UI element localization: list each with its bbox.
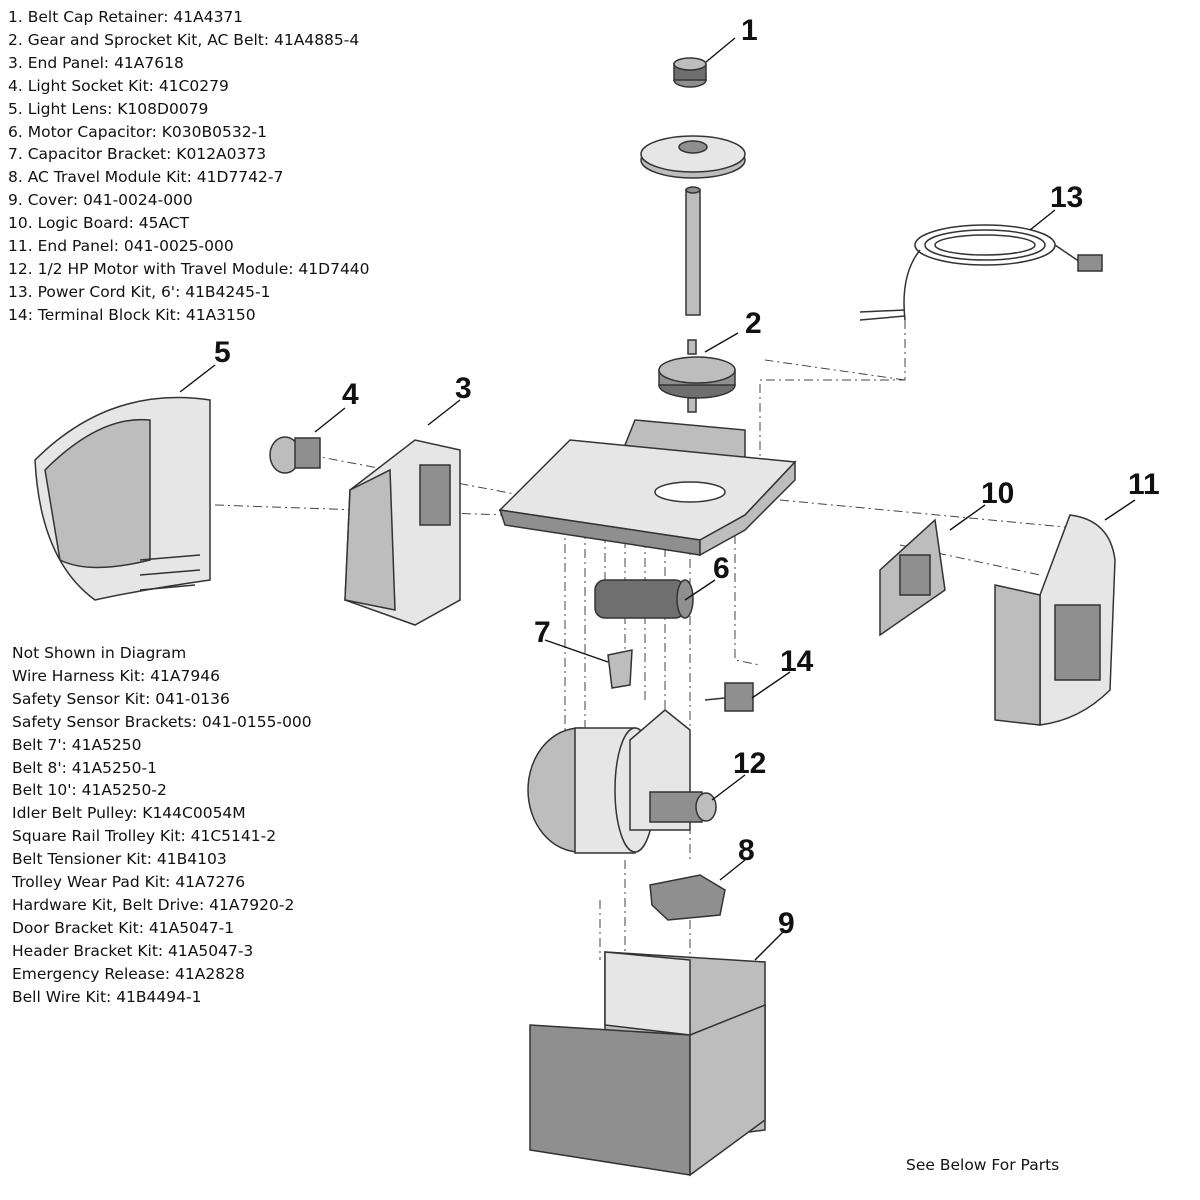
callout-number: 9 — [778, 907, 795, 940]
power-cord-part — [859, 224, 1103, 321]
parts-list: 1. Belt Cap Retainer: 41A4371 2. Gear an… — [8, 6, 370, 327]
motor-capacitor-part — [594, 579, 694, 619]
callout-number: 7 — [534, 616, 551, 649]
cover-part — [529, 951, 766, 1177]
parts-list-item: 12. 1/2 HP Motor with Travel Module: 41D… — [8, 259, 370, 278]
parts-list-item: 9. Cover: 041-0024-000 — [8, 191, 193, 210]
parts-list-item: 1. Belt Cap Retainer: 41A4371 — [8, 8, 244, 26]
callout-number: 14 — [780, 645, 814, 678]
not-shown-item: Bell Wire Kit: 41B4494-1 — [12, 987, 202, 1006]
parts-list-item: 6. Motor Capacitor: K030B0532-1 — [8, 122, 268, 141]
chassis-plate-part — [498, 419, 797, 557]
not-shown-item: Square Rail Trolley Kit: 41C5141-2 — [12, 827, 277, 846]
leader-lines — [179, 37, 1136, 961]
alignment-lines — [214, 320, 1076, 960]
parts-list-item: 11. End Panel: 041-0025-000 — [8, 237, 234, 256]
not-shown-item: Trolley Wear Pad Kit: 41A7276 — [12, 873, 246, 892]
not-shown-item: Door Bracket Kit: 41A5047-1 — [12, 918, 235, 937]
not-shown-item: Wire Harness Kit: 41A7946 — [12, 666, 220, 685]
not-shown-item: Belt 8': 41A5250-1 — [12, 758, 157, 777]
callout-number: 2 — [745, 307, 762, 340]
parts-list-item: 8. AC Travel Module Kit: 41D7742-7 — [8, 168, 284, 187]
parts-list-item: 5. Light Lens: K108D0079 — [8, 99, 209, 118]
not-shown-item: Safety Sensor Brackets: 041-0155-000 — [12, 712, 312, 731]
motor-part — [527, 709, 717, 854]
parts-list-item: 2. Gear and Sprocket Kit, AC Belt: 41A48… — [8, 30, 360, 49]
belt-cap-retainer-part — [673, 57, 707, 88]
not-shown-item: Emergency Release: 41A2828 — [12, 964, 245, 983]
parts-list-item: 10. Logic Board: 45ACT — [8, 214, 190, 233]
not-shown-item: Header Bracket Kit: 41A5047-3 — [12, 941, 254, 960]
light-socket-part — [269, 436, 321, 474]
parts-list-item: 14: Terminal Block Kit: 41A3150 — [8, 305, 256, 324]
end-panel-right-part — [994, 514, 1116, 726]
callout-number: 5 — [214, 336, 231, 369]
not-shown-item: Belt 7': 41A5250 — [12, 735, 142, 754]
callout-number: 8 — [738, 834, 755, 867]
sprocket-shaft-assembly — [640, 135, 746, 316]
callout-number: 10 — [981, 477, 1014, 510]
not-shown-item: Safety Sensor Kit: 041-0136 — [12, 689, 230, 708]
callout-number: 4 — [342, 378, 359, 411]
parts-list-item: 13. Power Cord Kit, 6': 41B4245-1 — [8, 282, 271, 301]
callout-number: 12 — [733, 747, 766, 780]
callout-number: 11 — [1128, 468, 1160, 501]
parts-list-item: 7. Capacitor Bracket: K012A0373 — [8, 145, 267, 164]
not-shown-item: Hardware Kit, Belt Drive: 41A7920-2 — [12, 895, 295, 914]
light-lens-part — [34, 396, 211, 601]
travel-module-part — [649, 874, 726, 921]
logic-board-part — [879, 518, 946, 637]
callout-number: 1 — [741, 14, 758, 47]
callout-number: 3 — [455, 372, 472, 405]
not-shown-item: Belt Tensioner Kit: 41B4103 — [12, 850, 227, 869]
end-panel-left-part — [344, 439, 461, 626]
not-shown-heading: Not Shown in Diagram — [12, 644, 187, 662]
drive-gear-part — [658, 339, 736, 413]
not-shown-list: Not Shown in Diagram Wire Harness Kit: 4… — [12, 642, 312, 1009]
terminal-block-part — [704, 682, 754, 712]
callout-number: 6 — [713, 552, 730, 585]
footer-note: See Below For Parts — [906, 1156, 1060, 1174]
parts-list-item: 4. Light Socket Kit: 41C0279 — [8, 76, 229, 95]
not-shown-item: Idler Belt Pulley: K144C0054M — [12, 804, 246, 823]
capacitor-bracket-part — [607, 649, 633, 689]
not-shown-item: Belt 10': 41A5250-2 — [12, 781, 167, 800]
callout-number: 13 — [1050, 181, 1083, 214]
parts-list-item: 3. End Panel: 41A7618 — [8, 53, 184, 72]
